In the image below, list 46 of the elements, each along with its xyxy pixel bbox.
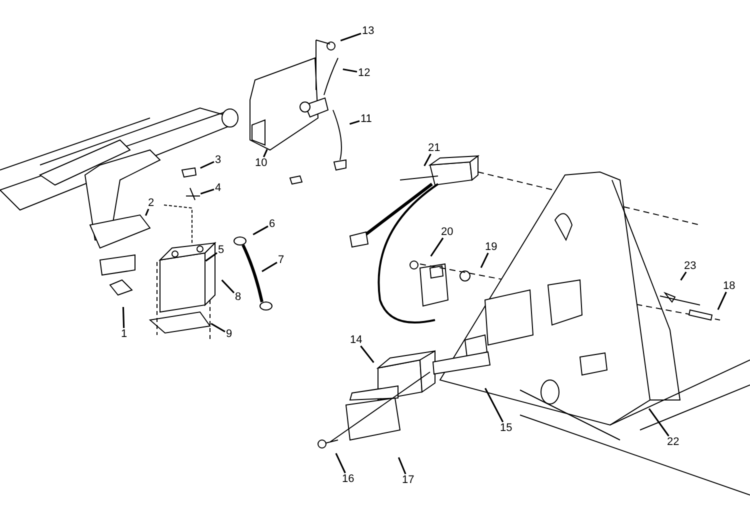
leader-line bbox=[200, 188, 214, 195]
leader-line bbox=[480, 252, 489, 268]
leader-line bbox=[430, 238, 444, 257]
callout-number: 5 bbox=[217, 244, 226, 256]
leader-line bbox=[680, 272, 687, 281]
callout-number: 7 bbox=[277, 254, 286, 266]
callout-number: 1 bbox=[120, 328, 128, 340]
leader-line bbox=[484, 388, 504, 422]
callout-number: 6 bbox=[268, 218, 276, 230]
leader-line bbox=[262, 149, 268, 158]
callout-number: 8 bbox=[234, 291, 242, 303]
callout-number: 20 bbox=[440, 226, 454, 238]
callout-number: 14 bbox=[349, 334, 364, 346]
leader-line bbox=[200, 161, 214, 169]
callout-number: 15 bbox=[499, 422, 514, 434]
callout-number: 2 bbox=[147, 197, 156, 209]
leader-line bbox=[122, 306, 125, 328]
callout-number: 9 bbox=[225, 328, 234, 340]
leader-line bbox=[717, 292, 727, 310]
callout-number: 17 bbox=[401, 474, 416, 486]
leader-line bbox=[144, 208, 150, 216]
leader-line bbox=[340, 32, 362, 42]
leader-line bbox=[360, 346, 374, 363]
leader-line bbox=[252, 226, 268, 236]
leader-line bbox=[342, 68, 358, 73]
callout-number: 16 bbox=[341, 473, 356, 485]
callout-number: 4 bbox=[214, 182, 222, 194]
leader-line bbox=[221, 280, 235, 294]
callout-number: 11 bbox=[360, 113, 373, 125]
callout-number: 3 bbox=[214, 154, 222, 166]
callout-number: 18 bbox=[722, 280, 736, 292]
leader-line bbox=[210, 322, 226, 332]
leader-line bbox=[349, 120, 360, 125]
callout-number: 12 bbox=[357, 67, 372, 79]
leader-line bbox=[648, 408, 670, 436]
callout-number: 19 bbox=[484, 241, 498, 253]
leader-line bbox=[205, 252, 218, 262]
leader-line bbox=[398, 457, 406, 474]
leader-line bbox=[262, 262, 278, 272]
leader-line bbox=[424, 154, 432, 166]
callout-number: 23 bbox=[683, 260, 698, 272]
callout-number: 10 bbox=[254, 157, 268, 169]
callout-number: 13 bbox=[361, 25, 376, 37]
callout-number: 21 bbox=[427, 142, 442, 154]
callout-number: 22 bbox=[666, 436, 680, 448]
leader-line bbox=[335, 453, 346, 474]
